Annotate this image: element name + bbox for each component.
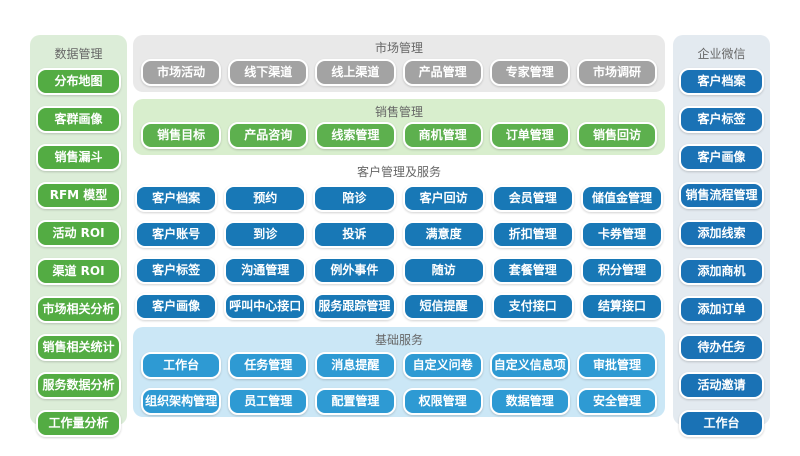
feature-button[interactable]: 销售目标 <box>141 122 222 149</box>
feature-button[interactable]: 陪诊 <box>313 185 396 212</box>
feature-button[interactable]: 销售流程管理 <box>679 182 764 209</box>
feature-button[interactable]: 短信提醒 <box>402 293 485 320</box>
section-sales-title: 销售管理 <box>374 105 423 119</box>
feature-button[interactable]: 添加商机 <box>679 258 764 285</box>
button-row: 客户账号到诊投诉满意度折扣管理卡券管理 <box>135 221 664 248</box>
button-row: 市场活动线下渠道线上渠道产品管理专家管理市场调研 <box>141 59 658 86</box>
feature-button[interactable]: 添加订单 <box>679 296 764 323</box>
feature-button[interactable]: 会员管理 <box>491 185 574 212</box>
section-customer-management: 客户管理及服务 客户档案预约陪诊客户回访会员管理储值金管理客户账号到诊投诉满意度… <box>133 161 665 322</box>
feature-button[interactable]: 活动邀请 <box>679 372 764 399</box>
feature-button[interactable]: 投诉 <box>313 221 396 248</box>
feature-button[interactable]: 储值金管理 <box>580 185 664 212</box>
section-market-title: 市场管理 <box>374 41 423 55</box>
feature-button[interactable]: 待办任务 <box>679 334 764 361</box>
feature-button[interactable]: 销售相关统计 <box>36 334 121 361</box>
feature-button[interactable]: 到诊 <box>224 221 307 248</box>
feature-button[interactable]: 线下渠道 <box>228 59 309 86</box>
feature-button[interactable]: 预约 <box>224 185 307 212</box>
section-market-management: 市场管理 市场活动线下渠道线上渠道产品管理专家管理市场调研 <box>133 35 665 92</box>
feature-button[interactable]: 组织架构管理 <box>141 388 222 415</box>
button-row: 客户画像呼叫中心接口服务跟踪管理短信提醒支付接口结算接口 <box>135 293 664 320</box>
feature-button[interactable]: 折扣管理 <box>491 221 574 248</box>
feature-button[interactable]: RFM 模型 <box>36 182 121 209</box>
panel-enterprise-wechat: 企业微信 客户档案客户标签客户画像销售流程管理添加线索添加商机添加订单待办任务活… <box>673 35 770 437</box>
feature-button[interactable]: 商机管理 <box>402 122 483 149</box>
feature-button[interactable]: 产品管理 <box>402 59 483 86</box>
basic-button-grid: 工作台任务管理消息提醒自定义问卷自定义信息项审批管理组织架构管理员工管理配置管理… <box>141 352 658 415</box>
feature-button[interactable]: 随访 <box>402 257 485 284</box>
feature-button[interactable]: 安全管理 <box>576 388 658 415</box>
button-row: 销售目标产品咨询线索管理商机管理订单管理销售回访 <box>141 122 658 149</box>
middle-column: 市场管理 市场活动线下渠道线上渠道产品管理专家管理市场调研 销售管理 销售目标产… <box>133 35 665 417</box>
section-basic-services: 基础服务 工作台任务管理消息提醒自定义问卷自定义信息项审批管理组织架构管理员工管… <box>133 327 665 417</box>
feature-button[interactable]: 自定义问卷 <box>402 352 483 379</box>
feature-button[interactable]: 客户档案 <box>679 68 764 95</box>
data-management-button-list: 分布地图客群画像销售漏斗 RFM 模型活动 ROI 渠道 ROI 市场相关分析销售相关… <box>36 68 121 437</box>
feature-button[interactable]: 套餐管理 <box>491 257 574 284</box>
feature-button[interactable]: 消息提醒 <box>315 352 396 379</box>
feature-button[interactable]: 线上渠道 <box>315 59 396 86</box>
feature-button[interactable]: 市场相关分析 <box>36 296 121 323</box>
feature-button[interactable]: 工作台 <box>679 410 764 437</box>
section-basic-title: 基础服务 <box>374 333 423 347</box>
button-row: 组织架构管理员工管理配置管理权限管理数据管理安全管理 <box>141 388 658 415</box>
feature-button[interactable]: 服务跟踪管理 <box>313 293 396 320</box>
panel-enterprise-wechat-title: 企业微信 <box>697 47 746 61</box>
feature-button[interactable]: 产品咨询 <box>228 122 309 149</box>
section-sales-management: 销售管理 销售目标产品咨询线索管理商机管理订单管理销售回访 <box>133 99 665 155</box>
panel-data-management: 数据管理 分布地图客群画像销售漏斗 RFM 模型活动 ROI 渠道 ROI 市场相关分… <box>30 35 127 437</box>
market-button-grid: 市场活动线下渠道线上渠道产品管理专家管理市场调研 <box>141 59 658 86</box>
customer-button-grid: 客户档案预约陪诊客户回访会员管理储值金管理客户账号到诊投诉满意度折扣管理卡券管理… <box>135 185 664 320</box>
feature-button[interactable]: 审批管理 <box>576 352 658 379</box>
feature-button[interactable]: 客户画像 <box>135 293 218 320</box>
feature-button[interactable]: 专家管理 <box>489 59 570 86</box>
feature-button[interactable]: 添加线索 <box>679 220 764 247</box>
feature-button[interactable]: 员工管理 <box>228 388 309 415</box>
feature-button[interactable]: 销售漏斗 <box>36 144 121 171</box>
feature-button[interactable]: 呼叫中心接口 <box>224 293 307 320</box>
feature-button[interactable]: 例外事件 <box>313 257 396 284</box>
panel-data-management-title: 数据管理 <box>54 47 103 61</box>
feature-button[interactable]: 线索管理 <box>315 122 396 149</box>
feature-button[interactable]: 权限管理 <box>402 388 483 415</box>
feature-button[interactable]: 支付接口 <box>491 293 574 320</box>
feature-button[interactable]: 配置管理 <box>315 388 396 415</box>
feature-button[interactable]: 工作量分析 <box>36 410 121 437</box>
feature-button[interactable]: 分布地图 <box>36 68 121 95</box>
feature-button[interactable]: 数据管理 <box>489 388 570 415</box>
section-customer-title: 客户管理及服务 <box>356 165 441 179</box>
feature-button[interactable]: 市场调研 <box>576 59 658 86</box>
feature-button[interactable]: 卡券管理 <box>580 221 664 248</box>
feature-button[interactable]: 活动 ROI <box>36 220 121 247</box>
feature-button[interactable]: 工作台 <box>141 352 222 379</box>
button-row: 客户档案预约陪诊客户回访会员管理储值金管理 <box>135 185 664 212</box>
button-row: 工作台任务管理消息提醒自定义问卷自定义信息项审批管理 <box>141 352 658 379</box>
feature-button[interactable]: 自定义信息项 <box>489 352 570 379</box>
feature-button[interactable]: 满意度 <box>402 221 485 248</box>
feature-button[interactable]: 客户标签 <box>135 257 218 284</box>
feature-button[interactable]: 客户画像 <box>679 144 764 171</box>
feature-button[interactable]: 客户标签 <box>679 106 764 133</box>
button-row: 客户标签沟通管理例外事件随访套餐管理积分管理 <box>135 257 664 284</box>
feature-button[interactable]: 销售回访 <box>576 122 658 149</box>
feature-button[interactable]: 客户档案 <box>135 185 218 212</box>
feature-button[interactable]: 渠道 ROI <box>36 258 121 285</box>
feature-button[interactable]: 结算接口 <box>580 293 664 320</box>
feature-button[interactable]: 订单管理 <box>489 122 570 149</box>
feature-button[interactable]: 客群画像 <box>36 106 121 133</box>
feature-button[interactable]: 市场活动 <box>141 59 222 86</box>
feature-button[interactable]: 任务管理 <box>228 352 309 379</box>
feature-button[interactable]: 客户回访 <box>402 185 485 212</box>
feature-button[interactable]: 客户账号 <box>135 221 218 248</box>
feature-button[interactable]: 沟通管理 <box>224 257 307 284</box>
sales-button-grid: 销售目标产品咨询线索管理商机管理订单管理销售回访 <box>141 122 658 149</box>
enterprise-wechat-button-list: 客户档案客户标签客户画像销售流程管理添加线索添加商机添加订单待办任务活动邀请工作… <box>679 68 764 437</box>
feature-button[interactable]: 服务数据分析 <box>36 372 121 399</box>
feature-button[interactable]: 积分管理 <box>580 257 664 284</box>
